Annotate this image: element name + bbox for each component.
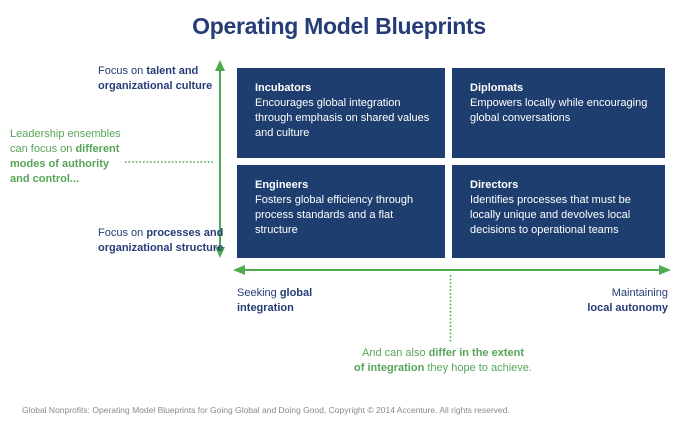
horizontal-axis-arrow: [233, 265, 671, 275]
bottom-annotation: And can also differ in the extent of int…: [327, 346, 559, 376]
left-annotation-line1: Leadership ensembles: [10, 128, 121, 140]
bottom-annotation-line2-bold: of integration: [354, 362, 425, 374]
left-annotation-line4: and control...: [10, 173, 80, 185]
y-axis-top-label-bold1: talent and: [146, 65, 199, 77]
quadrant-incubators: Incubators Encourages global integration…: [237, 68, 445, 158]
quadrant-title: Directors: [470, 179, 519, 191]
quadrant-description: Fosters global efficiency through proces…: [255, 194, 414, 236]
left-annotation-line3: modes of authority: [10, 158, 110, 170]
y-axis-top-label-bold2: organizational culture: [98, 80, 213, 92]
bottom-annotation-line2-regular: they hope to achieve.: [424, 362, 532, 374]
left-annotation-line2-bold: different: [75, 143, 120, 155]
y-axis-bottom-label: Focus on processes and organizational st…: [98, 226, 228, 256]
page-title: Operating Model Blueprints: [192, 13, 486, 39]
quadrant-title: Incubators: [255, 82, 312, 94]
quadrant-engineers: Engineers Fosters global efficiency thro…: [237, 165, 445, 258]
quadrant-description: Identifies processes that must be locall…: [470, 194, 631, 236]
x-axis-left-label-bold2: integration: [237, 302, 294, 314]
y-axis-bottom-label-bold1: processes and: [146, 227, 224, 239]
quadrant-description: Empowers locally while encouraging globa…: [470, 97, 648, 124]
left-annotation: Leadership ensembles can focus on differ…: [10, 127, 140, 187]
bottom-annotation-line1-bold: differ in the extent: [428, 347, 524, 359]
quadrant-title: Diplomats: [470, 82, 524, 94]
left-annotation-line2-regular: can focus on: [10, 143, 76, 155]
copyright-footer: Global Nonprofits: Operating Model Bluep…: [22, 405, 510, 415]
x-axis-right-label: Maintaining local autonomy: [528, 286, 668, 316]
bottom-annotation-line1-regular: And can also: [362, 347, 429, 359]
x-axis-right-label-bold2: local autonomy: [587, 302, 668, 314]
y-axis-top-label: Focus on talent and organizational cultu…: [98, 64, 228, 94]
x-axis-left-label: Seeking global integration: [237, 286, 377, 316]
y-axis-bottom-label-regular: Focus on: [98, 227, 147, 239]
quadrant-title: Engineers: [255, 179, 309, 191]
x-axis-right-label-line1: Maintaining: [611, 287, 668, 299]
quadrant-diplomats: Diplomats Empowers locally while encoura…: [452, 68, 665, 158]
quadrant-description: Encourages global integration through em…: [255, 97, 430, 139]
x-axis-left-label-bold1: global: [279, 287, 313, 299]
quadrant-directors: Directors Identifies processes that must…: [452, 165, 665, 258]
y-axis-bottom-label-bold2: organizational structure: [98, 242, 224, 254]
y-axis-top-label-regular: Focus on: [98, 65, 147, 77]
x-axis-left-label-regular: Seeking: [237, 287, 280, 299]
